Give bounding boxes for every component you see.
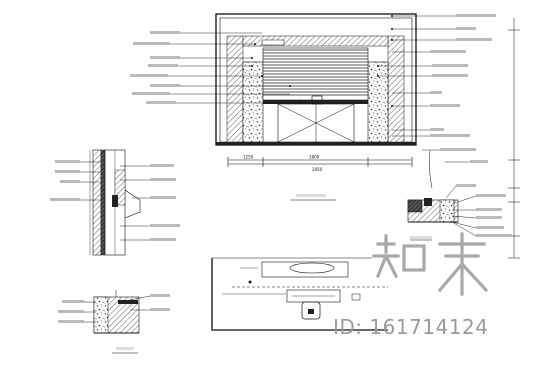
wall-core — [92, 149, 102, 256]
left-wall-panel — [226, 35, 244, 143]
main-elevation: 1250 1800 2950 — [215, 13, 417, 201]
dimension-label: 1250 — [243, 155, 254, 160]
detail-title-line — [410, 236, 432, 239]
right-section-detail — [407, 18, 520, 259]
plan-view — [211, 257, 388, 331]
floor-slab — [216, 142, 416, 145]
overall-dimension-label: 2950 — [312, 167, 323, 172]
basin — [289, 262, 335, 274]
main-leaders — [130, 14, 496, 163]
plan-outline — [211, 258, 388, 331]
left-lower-section — [58, 290, 170, 354]
leader-dots — [251, 15, 393, 107]
lower-section-title — [116, 347, 134, 350]
cabinet-rows — [263, 49, 368, 96]
left-stone-column — [242, 61, 264, 143]
header-light — [261, 39, 285, 46]
dimension-label: 1800 — [309, 155, 320, 160]
right-stone-column — [367, 61, 389, 143]
watermark-id: ID: 161714124 — [333, 315, 489, 339]
counter-top — [263, 100, 368, 104]
watermark-glyphs — [372, 232, 489, 296]
upper-header — [242, 35, 389, 47]
sink-box — [311, 95, 323, 105]
left-wall-section — [50, 149, 180, 256]
